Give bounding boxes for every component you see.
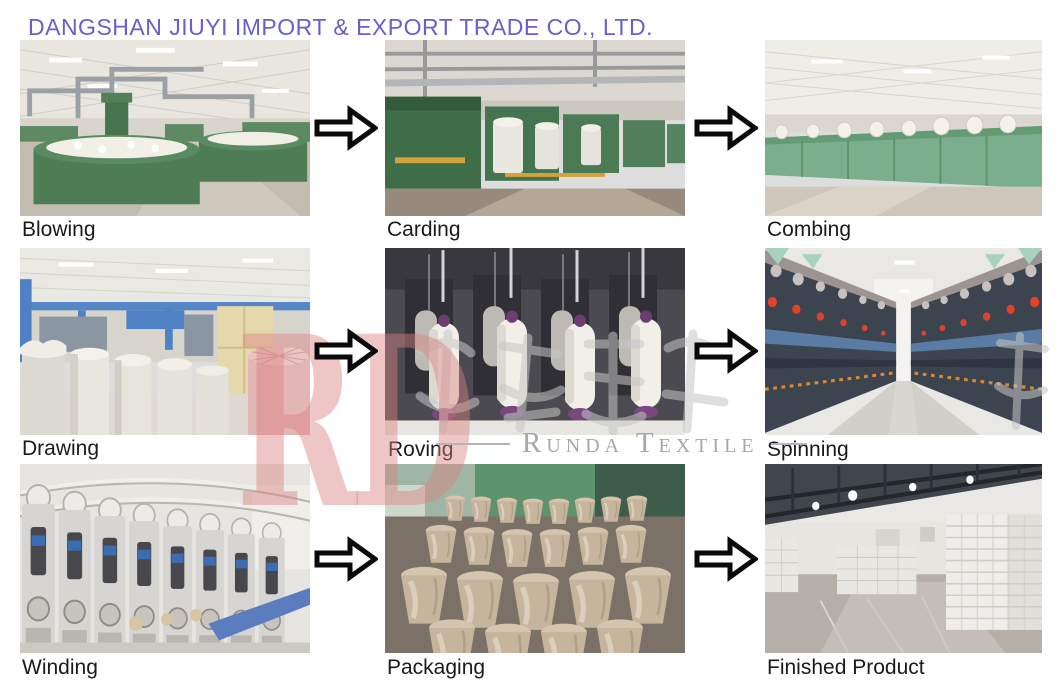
- photo-packaging: [385, 464, 685, 653]
- step-label-combing: Combing: [767, 218, 852, 241]
- photo-finished-product: [765, 464, 1042, 653]
- flow-arrow-icon: [694, 104, 760, 151]
- photo-winding: [20, 464, 310, 653]
- brand-dash-right: [770, 442, 807, 445]
- flow-arrow-icon: [314, 535, 380, 582]
- step-label-carding: Carding: [387, 218, 461, 241]
- brand-name: Runda Textile: [522, 427, 759, 459]
- step-label-drawing: Drawing: [22, 437, 100, 460]
- company-title: DANGSHAN JIUYI IMPORT & EXPORT TRADE CO.…: [28, 14, 653, 40]
- step-label-packaging: Packaging: [387, 656, 486, 679]
- photo-carding: [385, 40, 685, 216]
- watermark-brand: Runda Textile: [436, 427, 807, 460]
- flow-arrow-icon: [694, 535, 760, 582]
- step-label-winding: Winding: [22, 656, 98, 679]
- photo-blowing: [20, 40, 310, 216]
- step-label-finished-product: Finished Product: [767, 656, 925, 679]
- photo-spinning: [765, 248, 1042, 435]
- photo-roving: [385, 248, 685, 435]
- step-label-blowing: Blowing: [22, 218, 96, 241]
- photo-drawing: [20, 248, 310, 435]
- flow-arrow-icon: [694, 327, 760, 374]
- brand-dash-left: [436, 442, 510, 445]
- flow-arrow-icon: [314, 104, 380, 151]
- flow-arrow-icon: [314, 327, 380, 374]
- photo-combing: [765, 40, 1042, 216]
